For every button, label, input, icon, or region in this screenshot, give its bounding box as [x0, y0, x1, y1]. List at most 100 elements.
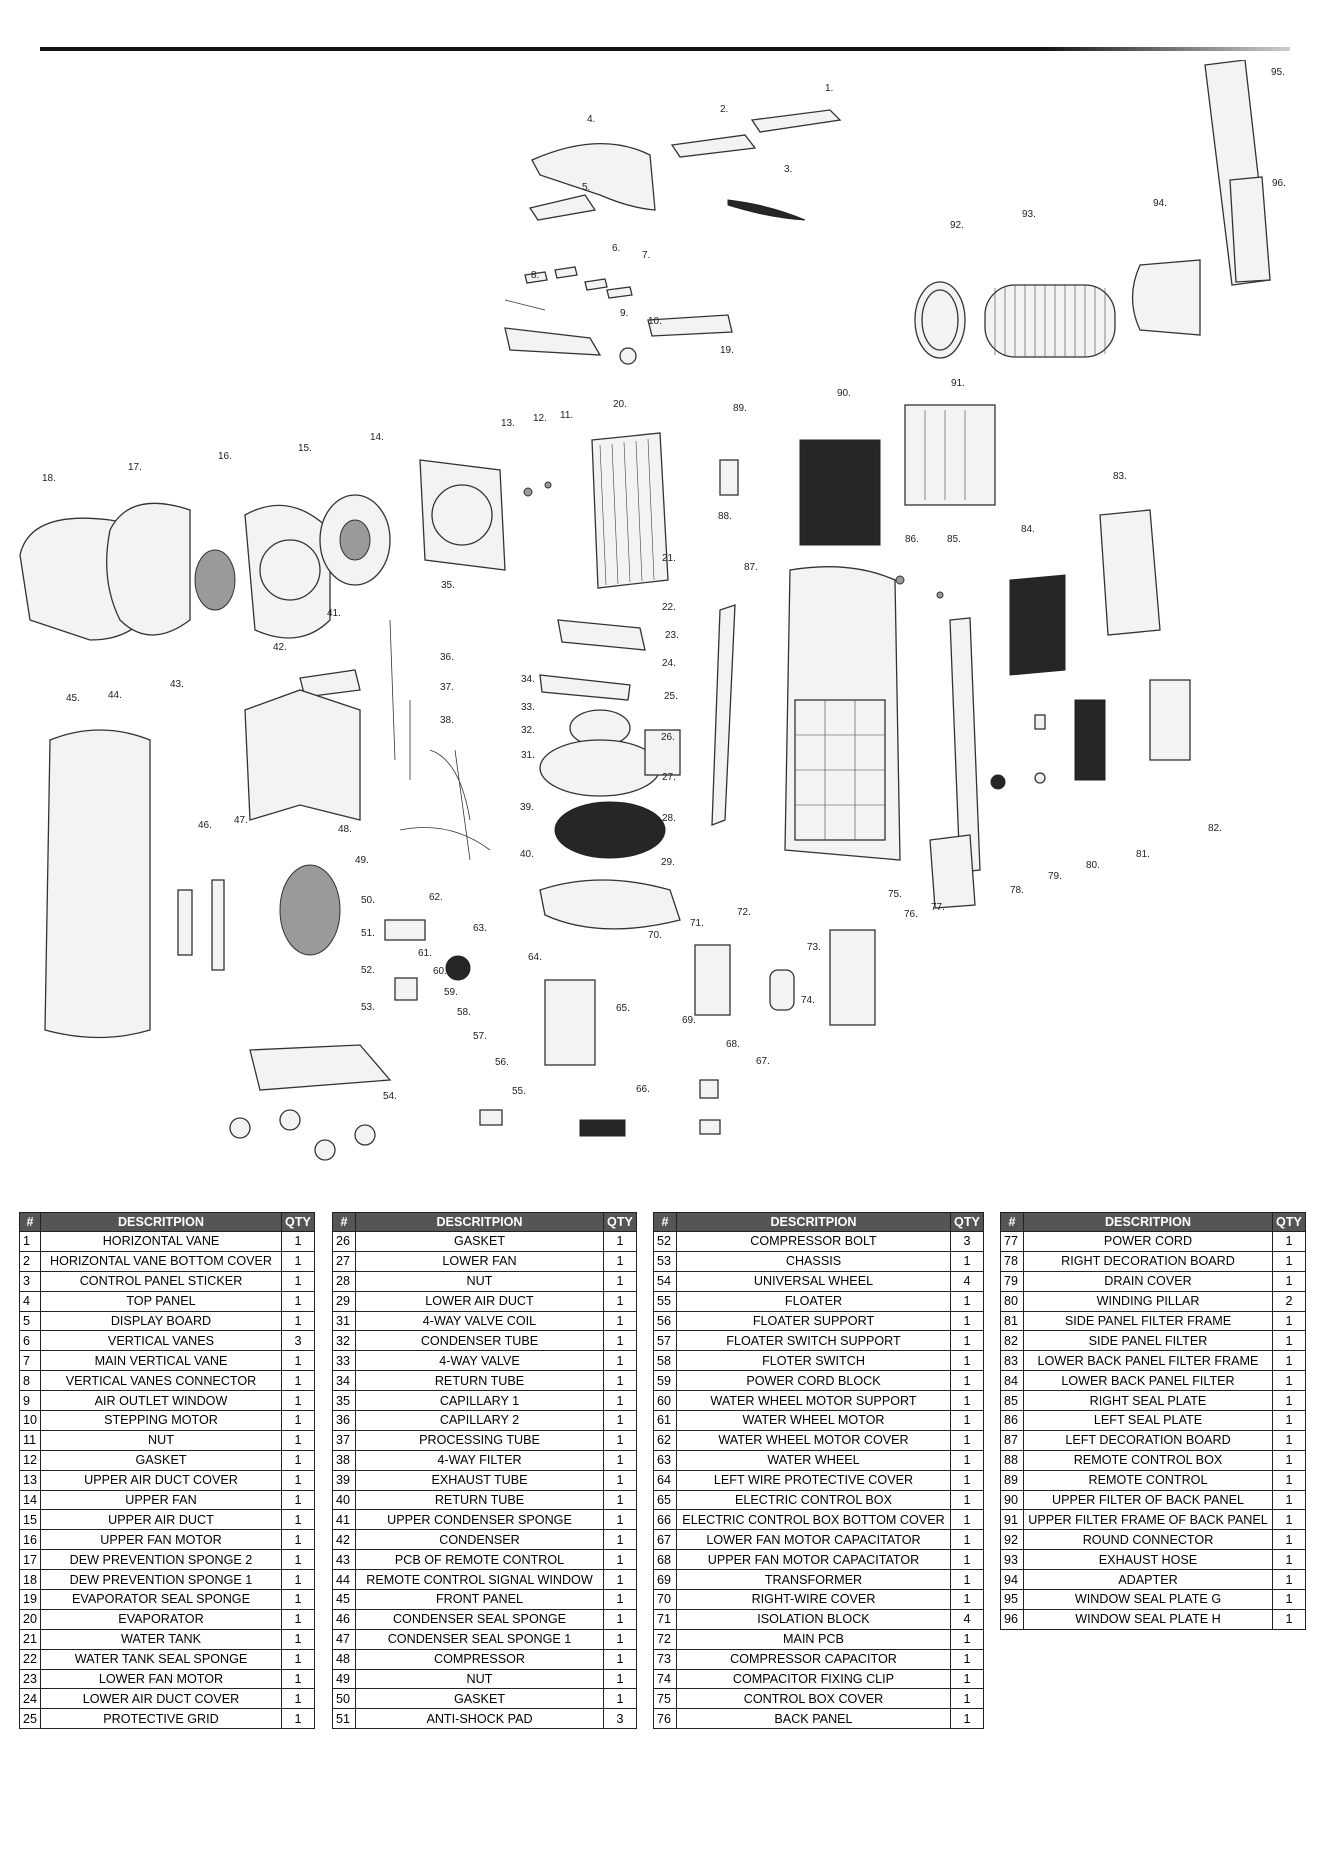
part-qty: 1 [603, 1390, 637, 1412]
part-number: 23 [19, 1668, 41, 1690]
part-qty: 1 [603, 1330, 637, 1352]
part-callout-label: 77. [931, 902, 945, 913]
part-number: 10 [19, 1410, 41, 1431]
part-callout-label: 59. [444, 987, 458, 998]
part-number: 12 [19, 1449, 41, 1471]
part-callout-label: 25. [664, 691, 678, 702]
part-number: 8 [19, 1370, 41, 1392]
part-number: 85 [1000, 1390, 1024, 1412]
part-number: 87 [1000, 1429, 1024, 1451]
part-callout-label: 9. [620, 308, 628, 319]
top-vane-group [504, 109, 842, 365]
col-description: DESCRITPION [676, 1212, 951, 1232]
part-description: HORIZONTAL VANE BOTTOM COVER [40, 1250, 282, 1272]
part-description: VERTICAL VANES CONNECTOR [40, 1370, 282, 1392]
part-description: LOWER FAN [355, 1250, 604, 1272]
part-description: LEFT WIRE PROTECTIVE COVER [676, 1469, 951, 1491]
part-callout-label: 86. [905, 534, 919, 545]
part-callout-label: 73. [807, 942, 821, 953]
part-description: ADAPTER [1023, 1569, 1273, 1591]
part-qty: 1 [281, 1569, 315, 1591]
part-description: EXHAUST TUBE [355, 1469, 604, 1491]
part-qty: 1 [603, 1250, 637, 1272]
part-number: 39 [332, 1469, 356, 1491]
part-callout-label: 17. [128, 462, 142, 473]
col-qty: QTY [1272, 1212, 1306, 1232]
part-callout-label: 46. [198, 820, 212, 831]
part-number: 71 [653, 1608, 677, 1630]
part-description: FLOATER SWITCH SUPPORT [676, 1330, 951, 1352]
part-description: FLOATER [676, 1290, 951, 1312]
part-qty: 1 [603, 1509, 637, 1531]
col-description: DESCRITPION [40, 1212, 282, 1232]
part-description: WINDING PILLAR [1023, 1290, 1273, 1312]
part-callout-label: 70. [648, 930, 662, 941]
part-callout-label: 33. [521, 702, 535, 713]
part-callout-label: 95. [1271, 67, 1285, 78]
part-qty: 1 [603, 1608, 637, 1630]
part-callout-label: 8. [531, 270, 539, 281]
part-number: 38 [332, 1449, 356, 1471]
part-qty: 1 [281, 1708, 315, 1730]
part-number: 2 [19, 1250, 41, 1272]
part-number: 24 [19, 1688, 41, 1710]
part-description: LOWER AIR DUCT COVER [40, 1688, 282, 1710]
part-callout-label: 64. [528, 952, 542, 963]
part-description: RETURN TUBE [355, 1370, 604, 1392]
part-number: 19 [19, 1589, 41, 1610]
part-description: 4-WAY FILTER [355, 1449, 604, 1471]
part-description: WATER TANK SEAL SPONGE [40, 1648, 282, 1670]
part-number: 27 [332, 1250, 356, 1272]
part-qty: 1 [1272, 1469, 1306, 1491]
part-qty: 1 [281, 1250, 315, 1272]
part-number: 57 [653, 1330, 677, 1352]
part-qty: 1 [950, 1549, 984, 1571]
exploded-parts-diagram: 1.2.3.4.5.6.7.8.9.10.11.12.13.14.15.16.1… [19, 60, 1286, 1161]
part-description: COMPACITOR FIXING CLIP [676, 1668, 951, 1690]
part-number: 83 [1000, 1350, 1024, 1372]
part-qty: 1 [950, 1668, 984, 1690]
part-number: 70 [653, 1589, 677, 1610]
part-description: RETURN TUBE [355, 1489, 604, 1511]
part-number: 92 [1000, 1529, 1024, 1551]
part-qty: 1 [603, 1549, 637, 1571]
part-description: POWER CORD BLOCK [676, 1370, 951, 1392]
part-callout-label: 18. [42, 473, 56, 484]
part-callout-label: 51. [361, 928, 375, 939]
part-qty: 1 [950, 1509, 984, 1531]
part-number: 96 [1000, 1608, 1024, 1630]
part-qty: 1 [950, 1469, 984, 1491]
part-number: 54 [653, 1270, 677, 1292]
part-callout-label: 15. [298, 443, 312, 454]
part-qty: 1 [281, 1668, 315, 1690]
part-number: 65 [653, 1489, 677, 1511]
part-callout-label: 4. [587, 114, 595, 125]
part-description: LOWER BACK PANEL FILTER [1023, 1370, 1273, 1392]
part-callout-label: 53. [361, 1002, 375, 1013]
part-number: 16 [19, 1529, 41, 1551]
part-description: LEFT SEAL PLATE [1023, 1410, 1273, 1431]
part-description: EVAPORATOR SEAL SPONGE [40, 1589, 282, 1610]
part-description: NUT [40, 1429, 282, 1451]
part-qty: 4 [950, 1270, 984, 1292]
part-description: DRAIN COVER [1023, 1270, 1273, 1292]
